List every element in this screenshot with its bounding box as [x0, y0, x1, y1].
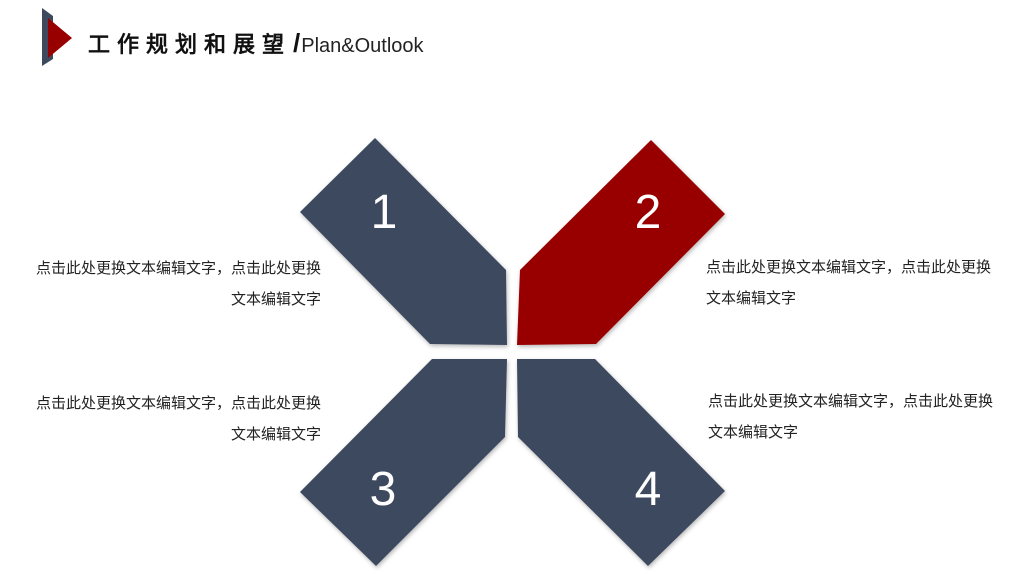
panel-1-shape: [300, 138, 507, 345]
description-3: 点击此处更换文本编辑文字，点击此处更换文本编辑文字: [36, 394, 322, 443]
header-accent-red-triangle: [48, 18, 72, 58]
diagram-panel-2: 2: [517, 140, 725, 345]
description-2: 点击此处更换文本编辑文字，点击此处更换文本编辑文字: [706, 258, 992, 307]
diagram-panel-1: 1: [300, 138, 507, 345]
diagram-panel-3: 3: [300, 359, 507, 566]
panel-4-shape: [517, 359, 725, 566]
page-title-chinese: 工作规划和展望: [88, 33, 292, 58]
diagram-panel-4: 4: [517, 359, 725, 566]
panel-2-number: 2: [635, 186, 662, 239]
header-accent-icon: [42, 8, 72, 66]
page-title: 工作规划和展望 / Plan&Outlook: [88, 27, 424, 61]
page-title-english: Plan&Outlook: [301, 35, 424, 57]
panel-3-number: 3: [370, 463, 397, 516]
description-4: 点击此处更换文本编辑文字，点击此处更换文本编辑文字: [708, 392, 994, 441]
panel-1-number: 1: [371, 186, 398, 239]
panel-3-shape: [300, 359, 507, 566]
panel-4-number: 4: [635, 463, 662, 516]
page-title-slash: /: [293, 28, 301, 58]
description-1: 点击此处更换文本编辑文字，点击此处更换文本编辑文字: [36, 259, 322, 308]
panel-2-shape: [517, 140, 725, 345]
